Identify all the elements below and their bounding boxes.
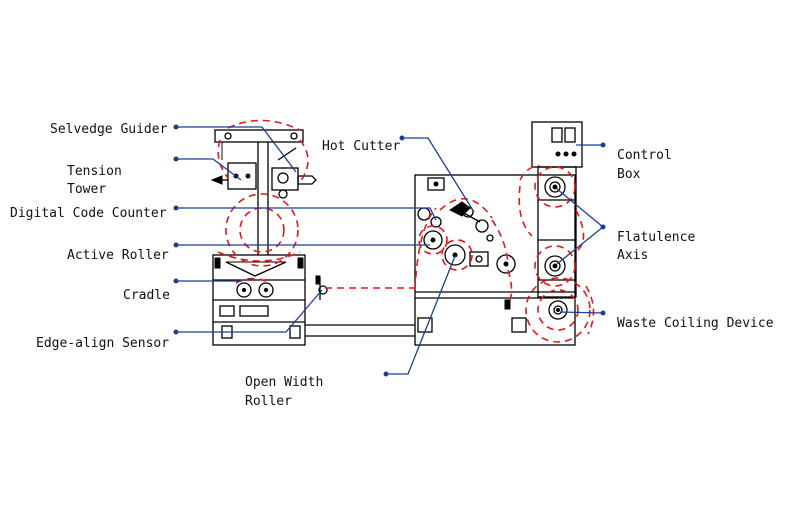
label-selvedge-guider: Selvedge Guider [50, 122, 168, 137]
left-unit [210, 129, 328, 346]
center-unit [414, 174, 576, 346]
label-open-width-roller-line1: Open Width [245, 375, 323, 390]
label-flatulence-axis-line1: Flatulence [617, 230, 695, 245]
label-edge-align-sensor: Edge-align Sensor [36, 336, 169, 351]
label-tension-tower-line2: Tower [67, 182, 106, 197]
label-active-roller: Active Roller [67, 248, 169, 263]
label-cradle: Cradle [123, 288, 170, 303]
right-unit [531, 121, 583, 320]
callout-lines [173, 124, 606, 377]
label-hot-cutter: Hot Cutter [322, 139, 400, 154]
base-rail [305, 324, 415, 337]
label-open-width-roller-line2: Roller [245, 394, 292, 409]
label-control-box-line1: Control [617, 148, 672, 163]
label-digital-code-counter: Digital Code Counter [10, 206, 167, 221]
label-flatulence-axis-line2: Axis [617, 248, 648, 263]
label-waste-coiling-device: Waste Coiling Device [617, 316, 774, 331]
labels: Selvedge Guider Tension Tower Digital Co… [10, 122, 774, 409]
label-control-box-line2: Box [617, 167, 641, 182]
label-tension-tower-line1: Tension [67, 164, 122, 179]
fabric-path [217, 119, 595, 343]
